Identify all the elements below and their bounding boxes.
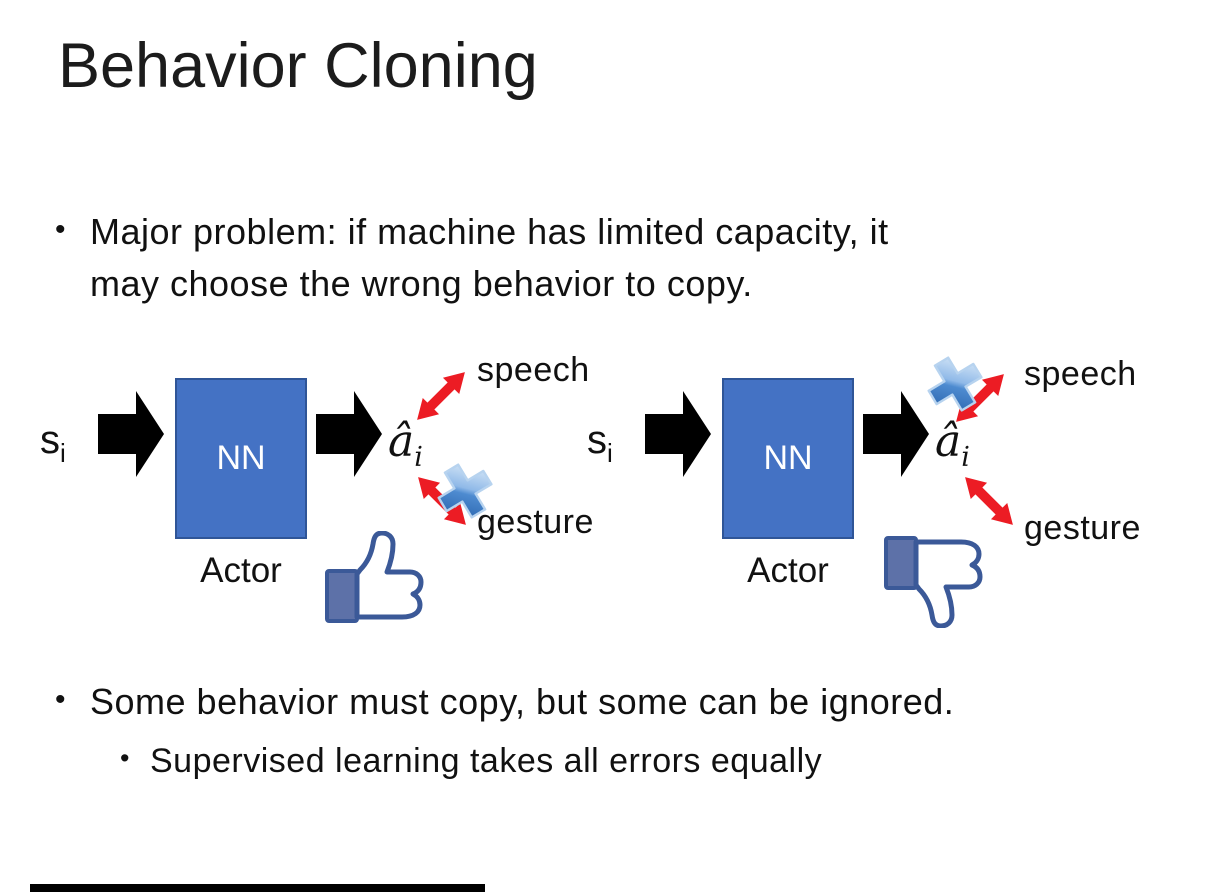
page-title: Behavior Cloning <box>58 31 538 101</box>
speech-label: speech <box>477 351 590 389</box>
state-label: si <box>587 418 613 466</box>
state-subscript: i <box>60 438 66 468</box>
state-subscript: i <box>607 438 613 468</box>
thumbs-up-icon <box>324 531 434 625</box>
reject-cross-icon <box>436 462 494 520</box>
bullet-text: Major problem: if machine has limited ca… <box>90 211 889 304</box>
bullet-major-problem: • Major problem: if machine has limited … <box>55 206 935 310</box>
thumbs-down-icon <box>883 534 993 628</box>
input-arrow-icon <box>645 388 713 480</box>
action-label: âi <box>388 420 423 471</box>
action-subscript: i <box>961 441 970 473</box>
speech-label: speech <box>1024 355 1137 393</box>
nn-label: NN <box>216 439 266 477</box>
action-main: â <box>388 416 415 467</box>
gesture-label: gesture <box>1024 509 1141 547</box>
output-arrow-icon <box>316 388 384 480</box>
input-arrow-icon <box>98 388 166 480</box>
nn-label: NN <box>763 439 813 477</box>
gesture-double-arrow-icon <box>958 470 1020 532</box>
state-label: si <box>40 418 66 466</box>
bullet-text: Supervised learning takes all errors equ… <box>150 742 823 780</box>
state-main: s <box>587 418 607 462</box>
bullet-marker: • <box>55 213 66 246</box>
action-main: â <box>935 416 962 467</box>
action-subscript: i <box>414 441 423 473</box>
action-label: âi <box>935 420 970 471</box>
nn-box: NN <box>722 378 854 539</box>
diagram-left: si NN âi speech gesture Actor <box>0 350 610 645</box>
speech-double-arrow-icon <box>410 365 472 427</box>
reject-cross-icon <box>926 355 984 413</box>
actor-label: Actor <box>200 551 282 590</box>
gesture-label: gesture <box>477 503 594 541</box>
bullet-marker: • <box>120 743 130 773</box>
nn-box: NN <box>175 378 307 539</box>
bullet-text: Some behavior must copy, but some can be… <box>90 681 955 722</box>
cropped-black-bar <box>30 884 485 892</box>
actor-label: Actor <box>747 551 829 590</box>
diagram-right: si NN âi speech gesture Actor <box>547 350 1157 645</box>
state-main: s <box>40 418 60 462</box>
bullet-marker: • <box>55 683 66 716</box>
bullet-some-behavior: • Some behavior must copy, but some can … <box>55 676 954 728</box>
sub-bullet-supervised: • Supervised learning takes all errors e… <box>120 737 822 786</box>
